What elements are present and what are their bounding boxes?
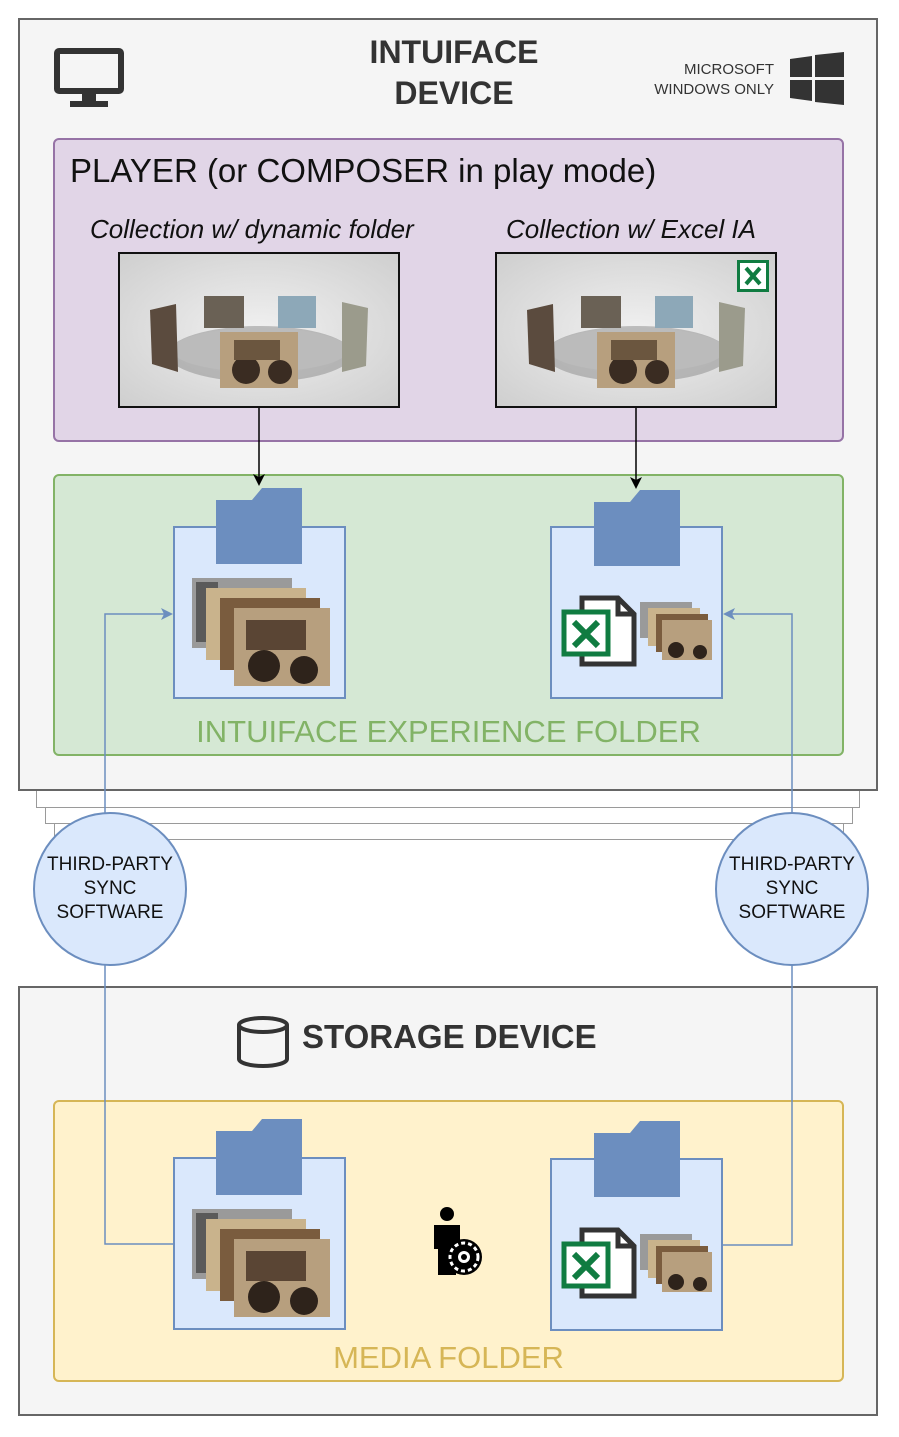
collection-preview-dynamic[interactable] [118, 252, 400, 408]
device-title-line1: INTUIFACE [369, 34, 539, 70]
photo-stack-icon [192, 1209, 330, 1317]
folder-icon [216, 488, 302, 564]
collection-caption-excel: Collection w/ Excel IA [506, 214, 756, 244]
excel-document-icon [561, 595, 637, 667]
folder-icon [216, 1119, 302, 1195]
intuiface-device-title: INTUIFACE DEVICE [320, 32, 588, 114]
carousel-image [497, 254, 775, 406]
windows-logo-icon [790, 52, 844, 105]
collection-caption-dynamic: Collection w/ dynamic folder [90, 214, 414, 244]
sync-left-line2: SYNC [83, 878, 137, 899]
windows-only-note: MICROSOFT WINDOWS ONLY [560, 60, 774, 100]
admin-user-gear-icon [434, 1207, 482, 1275]
monitor-icon [54, 48, 124, 107]
device-title-line2: DEVICE [394, 75, 514, 111]
windows-note-line2: WINDOWS ONLY [654, 81, 774, 98]
experience-folder-label: INTUIFACE EXPERIENCE FOLDER [196, 714, 701, 749]
sync-software-right: THIRD-PARTY SYNC SOFTWARE [715, 812, 869, 966]
photo-stack-icon [640, 1234, 712, 1292]
media-card-excel[interactable] [550, 1158, 723, 1331]
folder-icon [594, 1121, 680, 1197]
media-folder-label: MEDIA FOLDER [333, 1340, 564, 1375]
folder-icon [594, 490, 680, 566]
sync-right-line3: SOFTWARE [738, 902, 846, 923]
storage-device-title: STORAGE DEVICE [302, 1018, 597, 1055]
sync-left-line3: SOFTWARE [56, 902, 164, 923]
photo-stack-icon [192, 578, 330, 686]
windows-note-line1: MICROSOFT [684, 61, 774, 78]
photo-stack-icon [640, 602, 712, 660]
sync-software-left: THIRD-PARTY SYNC SOFTWARE [33, 812, 187, 966]
database-icon [237, 1016, 289, 1068]
sync-right-line1: THIRD-PARTY [729, 854, 855, 875]
sync-left-line1: THIRD-PARTY [47, 854, 173, 875]
carousel-image [120, 254, 398, 406]
excel-document-icon [561, 1227, 637, 1299]
player-title: PLAYER (or COMPOSER in play mode) [70, 152, 657, 189]
collection-preview-excel[interactable] [495, 252, 777, 408]
sync-right-line2: SYNC [765, 878, 819, 899]
excel-icon [737, 260, 769, 292]
